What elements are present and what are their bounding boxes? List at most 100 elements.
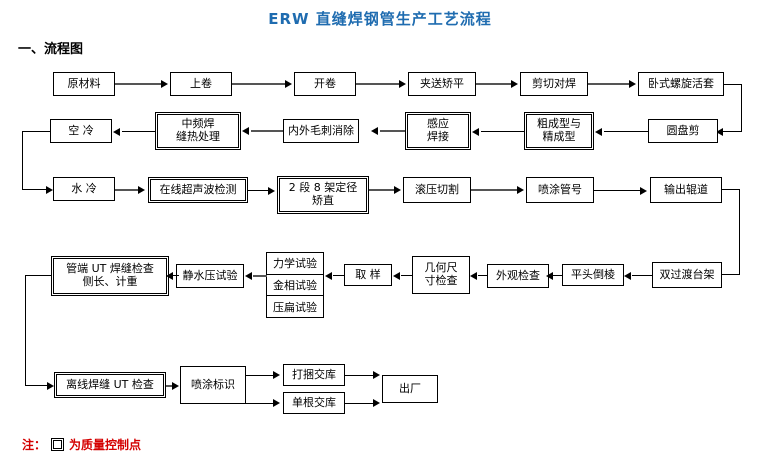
node-disc-shear[interactable]: 圆盘剪: [648, 119, 718, 143]
arrowhead-wrap2: [46, 186, 53, 194]
node-output-roller-table[interactable]: 输出辊道: [650, 177, 722, 203]
node-online-ultrasonic-test[interactable]: 在线超声波检测: [148, 177, 248, 203]
node-water-cooling[interactable]: 水 冷: [53, 177, 115, 201]
node-uncoiler-load[interactable]: 上卷: [170, 72, 232, 96]
node-raw-material[interactable]: 原材料: [53, 72, 115, 96]
arrowhead-r4-0: [166, 272, 173, 280]
arrowhead-r2-4: [472, 128, 479, 136]
node-burr-removal[interactable]: 内外毛刺消除: [283, 119, 359, 143]
connector-r5-1: [166, 385, 174, 387]
node-shear-butt-weld[interactable]: 剪切对焊: [520, 72, 588, 96]
node-offline-weld-ut-inspection[interactable]: 离线焊缝 UT 检查: [54, 372, 166, 398]
node-delivery[interactable]: 出厂: [382, 375, 438, 403]
arrowhead-r4-3: [393, 272, 400, 280]
arrowhead-r5-2b: [273, 399, 280, 407]
arrowhead-r1-4: [511, 80, 518, 88]
node-facing-beveling[interactable]: 平头倒棱: [562, 264, 624, 286]
connector-wrap1-h2: [723, 131, 742, 132]
double-square-icon: [51, 438, 65, 451]
node-weld-seam-heat-treatment[interactable]: 中频焊 缝热处理: [155, 112, 241, 150]
connector-wrap4-v: [25, 275, 26, 385]
node-spray-pipe-number[interactable]: 喷涂管号: [526, 177, 594, 203]
connector-r2-3: [380, 130, 405, 132]
node-sampling[interactable]: 取 样: [344, 264, 392, 286]
node-bundle-warehousing[interactable]: 打捆交库: [283, 364, 345, 386]
connector-r1-1: [115, 83, 163, 85]
connector-r5-2b: [246, 403, 274, 404]
connector-wrap2-v: [22, 131, 23, 189]
legend: 注： 为质量控制点: [22, 436, 141, 453]
connector-r2-4: [481, 131, 524, 132]
arrowhead-wrap1: [716, 128, 723, 136]
connector-r2-2: [251, 130, 283, 132]
connector-r4-4: [478, 275, 488, 276]
node-roll-cutting[interactable]: 滚压切割: [403, 177, 471, 203]
arrowhead-r1-5: [629, 80, 636, 88]
connector-wrap2-h2: [22, 189, 48, 190]
legend-prefix: 注：: [22, 438, 47, 452]
arrowhead-r4-1: [245, 272, 252, 280]
connector-wrap3-h2: [722, 274, 740, 275]
arrowhead-r4-6: [624, 272, 631, 280]
connector-r4-0: [169, 275, 179, 276]
node-induction-welding[interactable]: 感应 焊接: [405, 112, 471, 150]
arrowhead-r2-3: [371, 127, 378, 135]
connector-wrap4-h1: [25, 275, 51, 276]
arrowhead-r1-1: [161, 80, 168, 88]
node-pinch-leveling[interactable]: 夹送矫平: [408, 72, 476, 96]
connector-wrap2-h1: [22, 131, 50, 132]
node-mechanical-test[interactable]: 力学试验: [267, 253, 323, 275]
arrowhead-r5-2a: [273, 371, 280, 379]
connector-r1-2: [232, 83, 287, 85]
node-horizontal-accumulator[interactable]: 卧式螺旋活套: [638, 72, 724, 96]
arrowhead-r2-2: [242, 127, 249, 135]
connector-r2-5: [604, 131, 648, 132]
node-flattening-test[interactable]: 压扁试验: [273, 300, 317, 314]
arrowhead-r5-1: [172, 382, 179, 390]
node-metallographic-test[interactable]: 金相试验: [267, 275, 323, 297]
connector-r3-1: [115, 189, 140, 191]
connector-r1-3: [356, 83, 401, 85]
node-geometry-dimension-check[interactable]: 几何尺 寸检查: [412, 256, 470, 294]
connector-wrap4-h2: [25, 385, 49, 386]
connector-r1-5: [588, 83, 631, 85]
connector-r1-4: [476, 83, 513, 85]
connector-r3-4: [471, 189, 519, 191]
node-single-warehousing[interactable]: 单根交库: [283, 392, 345, 414]
node-sizing-straightening[interactable]: 2 段 8 架定径 矫直: [277, 176, 369, 214]
arrowhead-wrap4: [47, 382, 54, 390]
connector-wrap3-v: [739, 189, 740, 275]
connector-r4-5: [553, 275, 563, 276]
arrowhead-r1-3: [399, 80, 406, 88]
arrowhead-r2-5: [595, 128, 602, 136]
node-spray-marking[interactable]: 喷涂标识: [180, 366, 246, 404]
node-hydrostatic-test[interactable]: 静水压试验: [176, 264, 244, 288]
node-double-transfer-rack[interactable]: 双过渡台架: [652, 262, 722, 288]
connector-r5-2a: [246, 375, 274, 376]
connector-wrap1-v: [741, 84, 742, 132]
arrowhead-r4-2: [325, 272, 332, 280]
arrowhead-r4-5: [546, 272, 553, 280]
connector-r3-5: [594, 190, 642, 191]
node-uncoiling[interactable]: 开卷: [294, 72, 356, 96]
node-air-cooling[interactable]: 空 冷: [50, 119, 112, 143]
connector-r4-1: [253, 275, 267, 277]
section-heading: 一、流程图: [18, 42, 84, 57]
arrowhead-r3-1: [138, 186, 145, 194]
connector-r5-3a: [345, 375, 375, 376]
connector-r4-3: [401, 275, 413, 276]
arrowhead-r1-2: [285, 80, 292, 88]
page-title: ERW 直缝焊钢管生产工艺流程: [268, 10, 492, 28]
arrowhead-r5-3a: [373, 371, 380, 379]
connector-wrap1-h1: [724, 84, 742, 85]
connector-r3-3: [369, 189, 396, 191]
node-rough-fine-forming[interactable]: 粗成型与 精成型: [524, 112, 594, 150]
node-pipe-end-ut-inspection[interactable]: 管端 UT 焊缝检查 侧长、计重: [51, 256, 169, 296]
arrowhead-r5-3b: [373, 399, 380, 407]
node-lab-test-group[interactable]: 力学试验 金相试验 压扁试验: [266, 252, 324, 318]
connector-r4-2: [333, 275, 345, 276]
connector-r3-2: [248, 190, 270, 191]
arrowhead-r3-2: [268, 187, 275, 195]
node-appearance-inspection[interactable]: 外观检查: [487, 264, 549, 288]
